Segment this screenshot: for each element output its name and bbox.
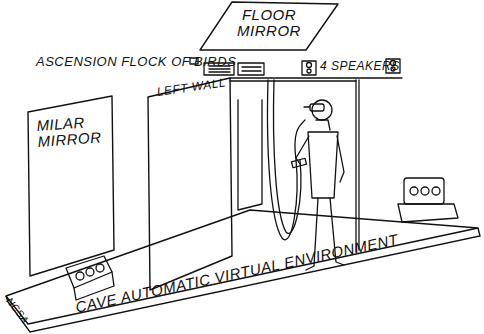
panel-border: [200, 2, 338, 50]
cave-platform: CAVE AUTOMATIC VIRTUAL ENVIRONMENT NCSA: [0, 196, 484, 334]
panel-label: MILAR MIRROR: [36, 114, 98, 150]
platform-edge: [6, 228, 480, 332]
panel-border: [28, 96, 114, 276]
frame-bar: [230, 77, 402, 78]
back-wall: [238, 100, 262, 210]
panel-outline: [146, 76, 238, 296]
device-label: ASCENSION FLOCK OF BIRDS: [36, 55, 236, 69]
panel-border: [148, 78, 232, 290]
panel-label: FLOOR MIRROR: [234, 7, 304, 39]
milar-mirror-panel: MILAR MIRROR: [26, 94, 120, 280]
floor-mirror-panel: FLOOR MIRROR: [200, 2, 340, 52]
panel-border: [6, 210, 478, 324]
platform-title: CAVE AUTOMATIC VIRTUAL ENVIRONMENT: [74, 231, 400, 315]
panel-label: LEFT WALL: [156, 76, 227, 98]
projector: [398, 178, 458, 222]
maker-mark: NCSA: [4, 296, 31, 326]
frame-post: [358, 80, 359, 250]
speaker-symbol: [302, 59, 400, 75]
left-wall-panel: LEFT WALL: [146, 76, 238, 296]
device-label: 4 SPEAKERS: [320, 60, 400, 73]
frame-post: [355, 80, 356, 252]
frame-bar: [230, 80, 356, 81]
